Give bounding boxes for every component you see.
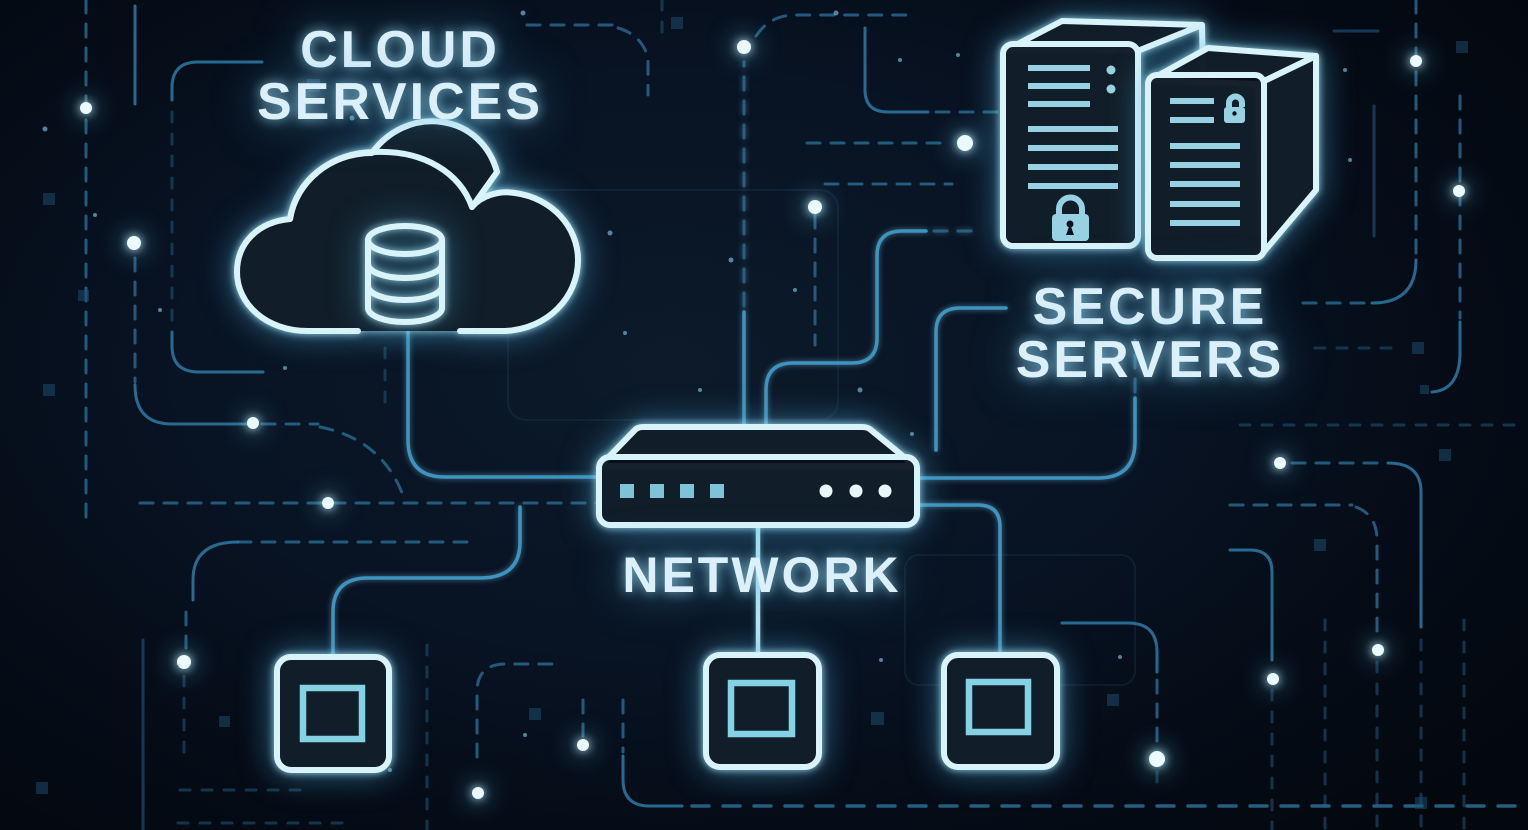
circuit-traces <box>84 0 1528 830</box>
connection-network-to-endpoint-3 <box>915 503 1002 657</box>
connection-endpoint-1-line <box>331 505 522 659</box>
lock-icon <box>1052 194 1089 241</box>
secure-servers-node: SECURE SERVERS <box>1000 18 1319 389</box>
server-left-details <box>1028 65 1118 189</box>
cloud-services-node: CLOUD SERVICES <box>234 21 581 334</box>
network-node: NETWORK <box>596 424 920 603</box>
glow-dots <box>80 40 1465 799</box>
connection-lines <box>331 60 1137 659</box>
endpoint-square-icon-1 <box>274 654 392 773</box>
endpoint-square-icon-3 <box>941 652 1060 770</box>
network-label: NETWORK <box>622 547 901 603</box>
server-left-icon <box>1000 18 1206 249</box>
servers-label-line1: SECURE <box>1033 278 1268 336</box>
network-switch-icon <box>596 424 920 528</box>
server-right-icon <box>1145 45 1319 261</box>
database-icon <box>365 223 445 325</box>
cloud-label-line1: CLOUD <box>300 21 500 79</box>
connection-network-to-servers-a <box>764 229 928 430</box>
servers-label-line2: SERVERS <box>1016 331 1285 389</box>
connection-cloud-to-network <box>406 330 600 479</box>
switch-ports <box>620 484 892 498</box>
cloud-label-line2: SERVICES <box>257 73 543 131</box>
endpoint-square-icon-2 <box>703 652 822 770</box>
lock-icon-small <box>1224 93 1245 123</box>
endpoint-nodes <box>274 652 1060 773</box>
connection-network-right-up <box>915 396 1137 480</box>
server-right-details <box>1170 93 1245 226</box>
circuit-pads <box>36 17 1468 809</box>
connection-network-to-servers-b <box>934 306 1008 452</box>
